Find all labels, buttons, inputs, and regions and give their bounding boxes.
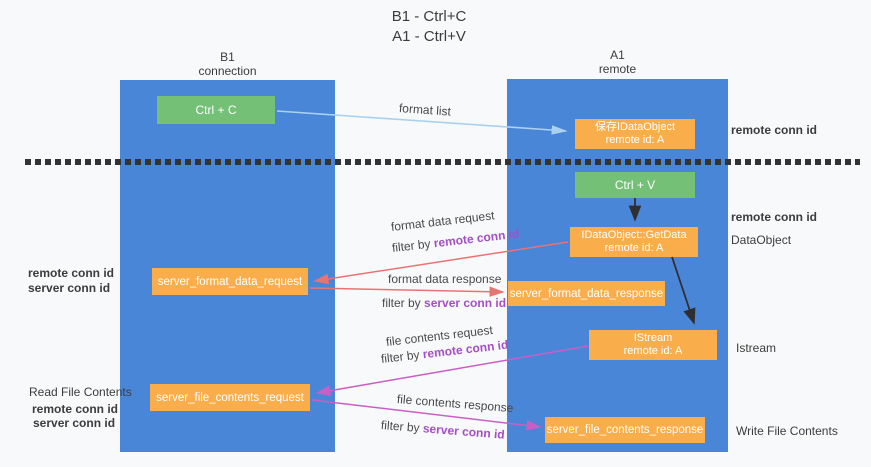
label-remote-conn-id-bottom-left: remote conn id [32,402,119,416]
node-server-file-contents-request-label: server_file_contents_request [156,391,304,404]
node-server-format-data-request: server_format_data_request [152,268,308,295]
label-server-conn-id-left: server conn id [28,281,111,295]
node-server-format-data-request-label: server_format_data_request [157,275,303,288]
node-ctrl-c-label: Ctrl + C [195,103,237,117]
server-conn-id-text: server conn id [422,421,506,442]
edge-label-format-list: format list [398,101,452,119]
edge-label-filter-server-1: filter by server conn id [382,296,506,310]
node-ctrl-v: Ctrl + V [575,172,695,198]
label-dataobject: DataObject [731,233,792,247]
lane-a1-subtitle: remote [598,62,637,76]
arrow-format-data-response [309,286,505,297]
server-conn-id-text: server conn id [424,296,507,310]
lane-header-a1: A1 remote [507,48,728,76]
node-save-idataobject-line2: remote id: A [605,134,665,146]
node-istream-line2: remote id: A [623,345,683,357]
node-idataobject-getdata: IDataObject::GetData remote id: A [570,227,698,257]
title-line-1: B1 - Ctrl+C [391,8,467,25]
label-remote-conn-id-mid-right: remote conn id [731,210,818,224]
lane-b1-subtitle: connection [198,64,257,78]
filter-by-text: filter by [382,296,425,310]
title-line-2: A1 - Ctrl+V [392,28,466,45]
filter-by-text: filter by [380,418,424,436]
node-istream: IStream remote id: A [589,330,717,360]
diagram-title: B1 - Ctrl+C A1 - Ctrl+V [0,7,858,47]
label-server-conn-id-bottom-left: server conn id [33,416,116,430]
filter-by-text: filter by [391,236,435,255]
label-istream: Istream [736,341,777,355]
dashed-divider [25,159,860,165]
label-remote-conn-id-top-right: remote conn id [731,123,818,137]
node-server-file-contents-response: server_file_contents_response [545,417,705,443]
node-getdata-line2: remote id: A [604,242,664,254]
edge-label-file-contents-response: file contents response [396,392,514,416]
node-save-idataobject-line1: 保存IDataObject [594,121,676,133]
node-server-file-contents-request: server_file_contents_request [150,384,310,411]
lane-b1-title: B1 [220,50,235,64]
node-server-file-contents-response-label: server_file_contents_response [546,424,704,436]
label-write-file-contents: Write File Contents [736,424,838,438]
edge-label-format-data-response: format data response [388,272,502,286]
node-ctrl-c: Ctrl + C [157,96,275,124]
node-istream-line1: IStream [633,332,673,344]
label-read-file-contents: Read File Contents [29,385,132,399]
node-save-idataobject: 保存IDataObject remote id: A [575,119,695,149]
lane-header-b1: B1 connection [120,50,335,78]
node-ctrl-v-label: Ctrl + V [614,178,656,192]
node-getdata-line1: IDataObject::GetData [581,229,687,241]
node-server-format-data-response: server_format_data_response [508,281,665,306]
label-remote-conn-id-left: remote conn id [28,266,115,280]
node-server-format-data-response-label: server_format_data_response [509,287,664,300]
lane-a1-title: A1 [610,48,625,62]
edge-label-filter-server-2: filter by server conn id [380,418,505,442]
filter-by-text: filter by [380,347,424,366]
